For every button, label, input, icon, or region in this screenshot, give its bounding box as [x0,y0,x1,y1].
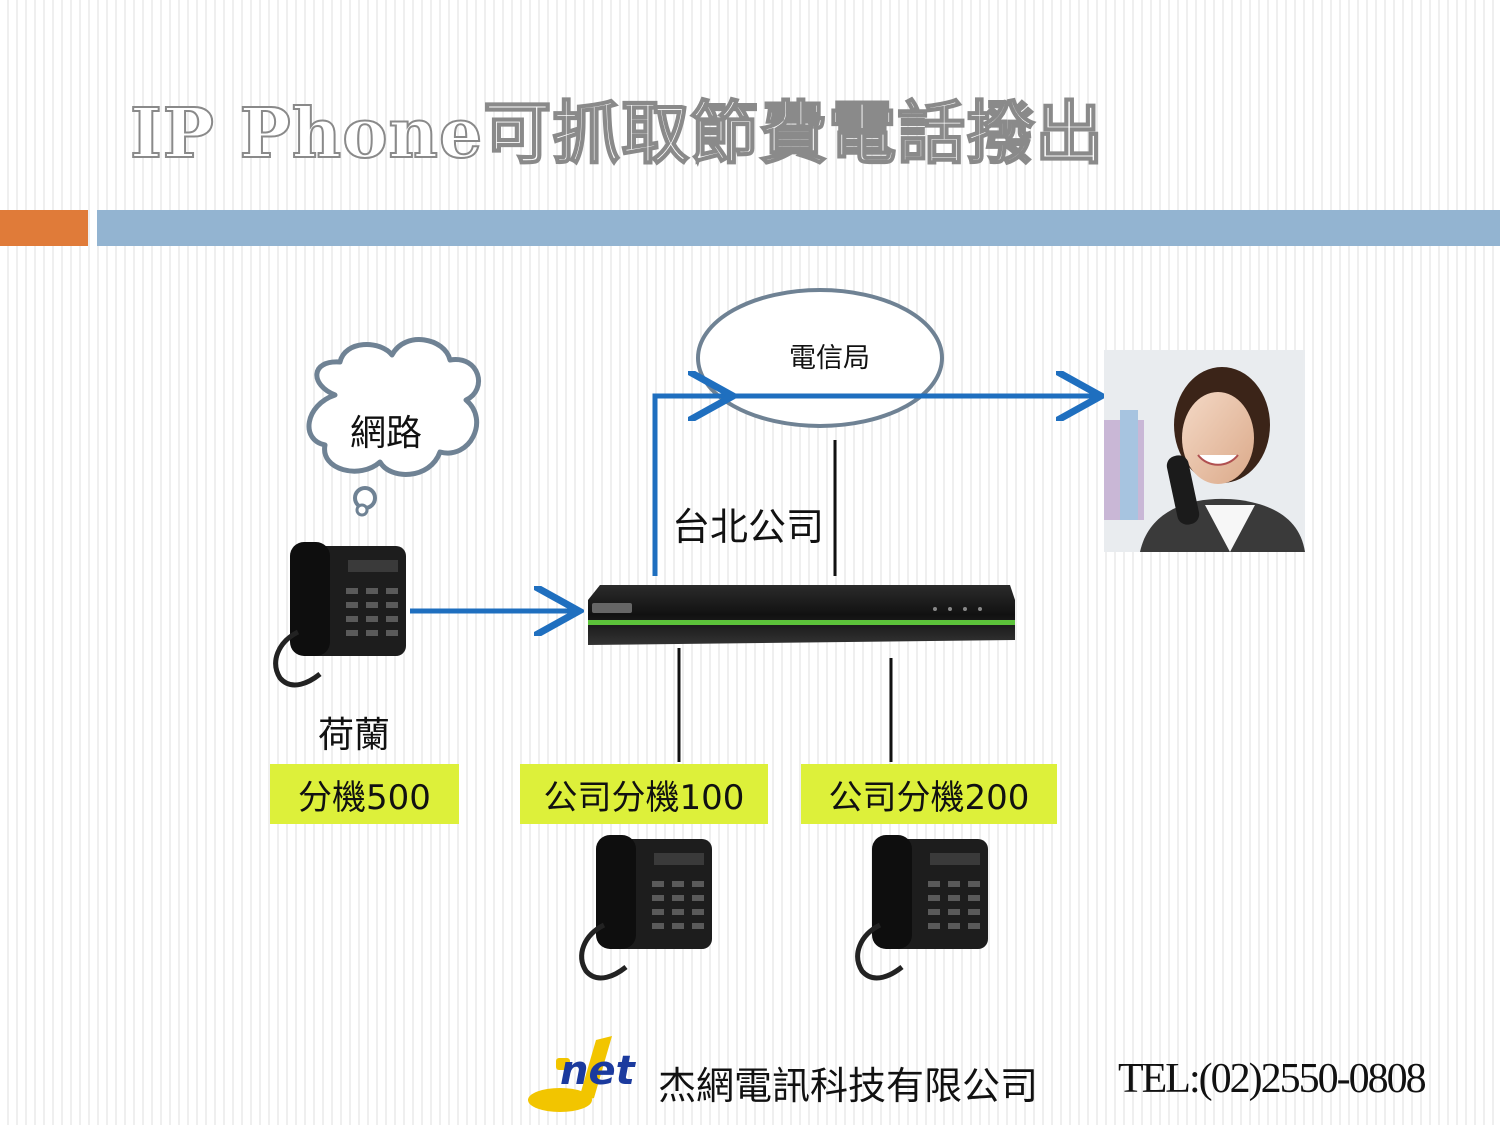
company-logo-text: net [560,1048,635,1094]
phone-icon [273,542,406,688]
remote-location-label: 荷蘭 [318,715,391,756]
page-title: IP Phone可抓取節費電話撥出 [129,93,1105,175]
customer-photo [1104,350,1305,552]
internet-cloud [306,337,481,517]
extension-200-label: 公司分機200 [801,764,1057,824]
phone-icon [855,835,988,981]
title-accent-bar-blue [97,210,1500,246]
arrow-pbx-to-telecom [652,396,728,576]
company-logo-icon [528,1036,612,1112]
phone-icon [579,835,712,981]
pbx-device [588,585,1015,645]
taipei-company-label: 台北公司 [672,505,825,549]
internet-cloud-label: 網路 [350,413,423,454]
extension-500-label: 分機500 [270,764,459,824]
title-accent-bar-orange [0,210,88,246]
extension-100-label: 公司分機100 [520,764,768,824]
footer-company-name: 杰網電訊科技有限公司 [658,1064,1039,1108]
telecom-office-label: 電信局 [789,343,870,374]
footer-telephone: TEL:(02)2550-0808 [1118,1056,1427,1102]
telecom-office-ellipse [696,288,944,428]
